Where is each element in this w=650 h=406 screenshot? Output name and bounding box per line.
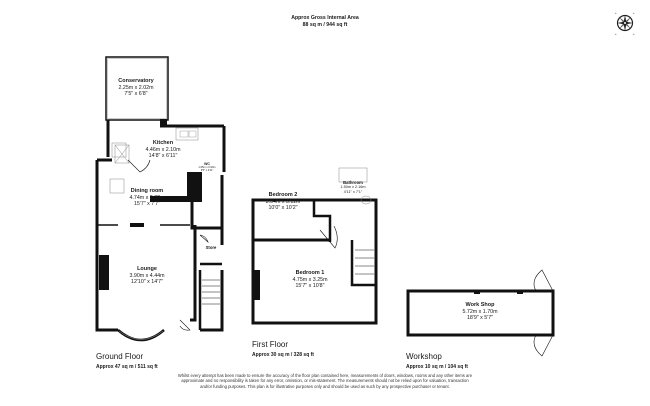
room-bedroom-1: Bedroom 1 4.75m x 3.25m 15'7" x 10'8": [292, 270, 327, 289]
room-metric: 3.90m x 4.44m: [129, 272, 165, 279]
first-floor-title: First Floor: [252, 340, 288, 349]
room-dining-room: Dining room 4.74m x 2.32m 15'7" x 7'7": [129, 188, 164, 207]
gross-internal-area: Approx Gross Internal Area 88 sq m / 944…: [0, 15, 650, 28]
room-work-shop: Work Shop 5.72m x 1.70m 18'9" x 5'7": [462, 302, 497, 321]
room-imperial: 10'0" x 10'2": [268, 204, 298, 211]
room-name: Store: [205, 245, 217, 250]
room-metric: 4.74m x 2.32m: [129, 194, 165, 201]
room-imperial: 7'5" x 6'8": [124, 90, 148, 97]
room-name: Kitchen: [152, 140, 174, 146]
room-name: Bedroom 1: [295, 270, 325, 276]
room-imperial: 4'11" x 7'1": [343, 189, 363, 194]
gross-area-value: 88 sq m / 944 sq ft: [302, 21, 348, 28]
compass-rose-icon: + + + +: [615, 11, 635, 36]
room-imperial: 12'10" x 14'7": [130, 278, 163, 285]
svg-text:+: +: [633, 32, 635, 36]
room-name: Bathroom: [343, 180, 363, 185]
room-name: Dining room: [130, 188, 164, 194]
svg-text:+: +: [615, 32, 617, 36]
room-name: Bedroom 2: [268, 192, 298, 198]
room-metric: 2.25m x 2.02m: [118, 84, 154, 91]
disclaimer-text: Whilst every attempt has been made to en…: [177, 373, 473, 389]
svg-text:+: +: [633, 11, 635, 15]
room-metric: 1.05m x 0.90m: [198, 166, 216, 170]
room-lounge: Lounge 3.90m x 4.44m 12'10" x 14'7": [129, 266, 164, 285]
room-kitchen: Kitchen 4.46m x 2.10m 14'8" x 6'11": [145, 140, 180, 159]
room-conservatory: Conservatory 2.25m x 2.02m 7'5" x 6'8": [118, 78, 153, 97]
room-name: Conservatory: [118, 78, 154, 84]
workshop-plan: [406, 269, 555, 357]
room-imperial: 3'5" x 2'11": [200, 169, 214, 173]
room-metric: 4.75m x 3.25m: [292, 276, 328, 283]
ground-floor-plan: [95, 56, 226, 342]
room-imperial: 15'7" x 10'8": [295, 282, 325, 289]
room-bedroom-2: Bedroom 2 3.04m x 3.11m 10'0" x 10'2": [266, 192, 301, 211]
gross-area-title: Approx Gross Internal Area: [291, 15, 359, 21]
room-wc: WC 1.05m x 0.90m 3'5" x 2'11": [198, 162, 215, 172]
room-name: Lounge: [137, 266, 157, 272]
room-name: WC: [204, 162, 210, 166]
ground-floor-area: Approx 47 sq m / 511 sq ft: [96, 364, 158, 370]
workshop-area: Approx 10 sq m / 104 sq ft: [406, 364, 468, 370]
room-imperial: 14'8" x 6'11": [148, 152, 178, 159]
first-floor-plan: [251, 167, 378, 325]
room-name: Work Shop: [465, 302, 495, 308]
svg-text:+: +: [615, 11, 617, 15]
room-imperial: 18'9" x 5'7": [466, 314, 494, 321]
room-metric: 5.72m x 1.70m: [462, 308, 498, 315]
room-metric: 3.04m x 3.11m: [265, 198, 301, 205]
ground-floor-title: Ground Floor: [96, 352, 144, 361]
room-metric: 1.50m x 2.16m: [340, 185, 366, 190]
room-metric: 4.46m x 2.10m: [145, 146, 181, 153]
room-store: Store: [206, 245, 217, 250]
room-bathroom: Bathroom 1.50m x 2.16m 4'11" x 7'1": [340, 180, 365, 194]
first-floor-area: Approx 30 sq m / 328 sq ft: [252, 352, 314, 358]
room-imperial: 15'7" x 7'7": [133, 200, 161, 207]
workshop-title: Workshop: [406, 352, 442, 361]
